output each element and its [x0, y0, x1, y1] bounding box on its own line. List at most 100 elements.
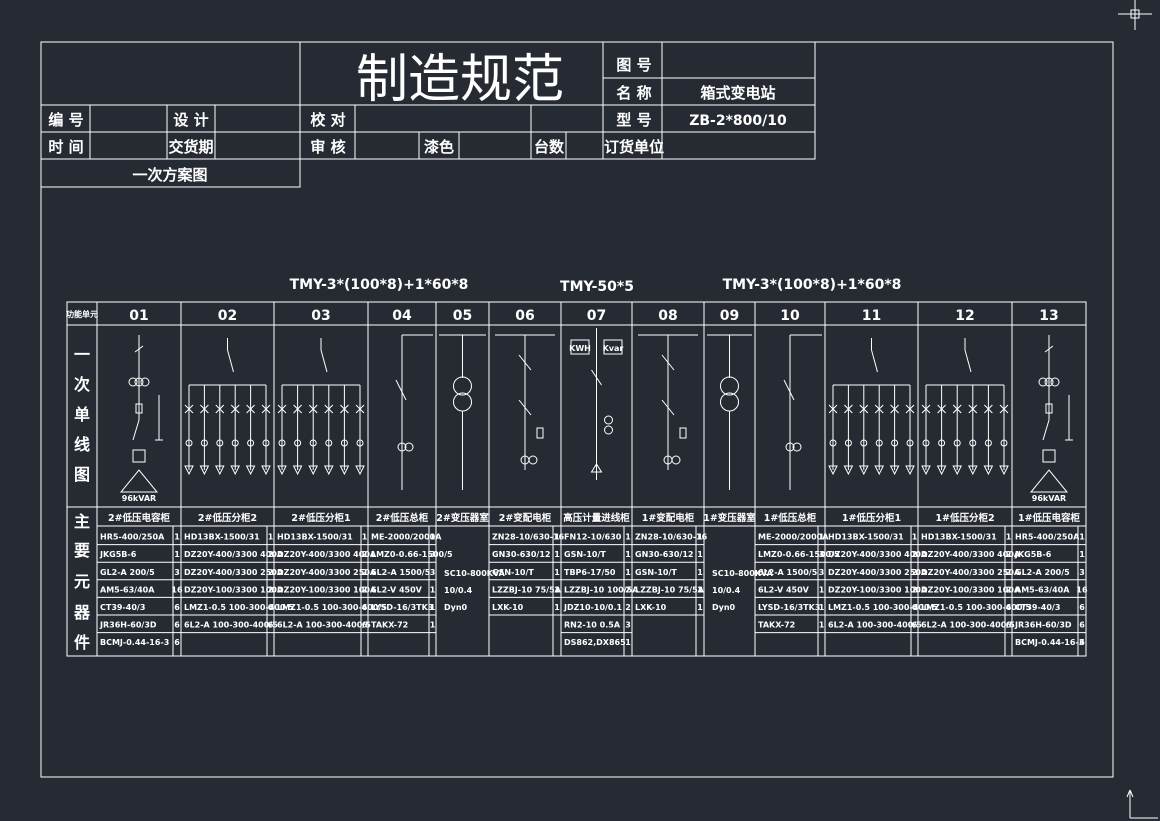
part-model: DS862,DX865: [564, 638, 626, 647]
part-model: LYSD-16/3TK3: [758, 603, 820, 612]
part-model: LXK-10: [492, 603, 524, 612]
part-model: ME-2000/2000A: [758, 533, 829, 542]
part-model: HR5-400/250A: [100, 533, 165, 542]
unit-name: 1#低压分柜1: [842, 512, 901, 524]
part-qty: 6: [362, 621, 368, 630]
transformer-spec: Dyn0: [444, 603, 468, 612]
svg-text:主: 主: [74, 512, 90, 531]
part-qty: 1: [912, 533, 918, 542]
part-model: LZZBJ-10 75/5A: [492, 585, 562, 594]
part-qty: 1: [554, 550, 560, 559]
part-qty: 6: [174, 603, 180, 612]
part-model: HD13BX-1500/31: [921, 533, 997, 542]
busbar-label-left: TMY-3*(100*8)+1*60*8: [290, 277, 469, 293]
part-qty: 1: [697, 568, 703, 577]
svg-text:Kvar: Kvar: [603, 344, 624, 353]
part-qty: 1: [697, 550, 703, 559]
part-qty: 3: [625, 621, 631, 630]
scheme-label: 一次方案图: [132, 166, 207, 184]
part-qty: 1: [697, 533, 703, 542]
part-model: 6L2-A 100-300-400/5: [184, 621, 278, 630]
part-model: GL2-A 200/5: [1015, 568, 1070, 577]
unit-name: 1#变配电柜: [642, 512, 695, 524]
part-qty: 2: [625, 603, 631, 612]
unit-number: 01: [129, 308, 148, 324]
part-qty: 1: [1079, 550, 1085, 559]
crosshair-cursor: [1118, 0, 1152, 30]
order-unit-label: 订货单位: [604, 138, 664, 156]
name-value: 箱式变电站: [700, 84, 775, 102]
delivery-label: 交货期: [168, 138, 213, 156]
part-model: 6L2-V 450V: [371, 585, 423, 594]
main-title: 制造规范: [356, 50, 564, 110]
paint-label: 漆色: [424, 138, 454, 156]
part-model: LZZBJ-10 75/5A: [635, 585, 705, 594]
part-model: HD13BX-1500/31: [828, 533, 904, 542]
unit-name: 2#变配电柜: [499, 512, 552, 524]
svg-text:KWH: KWH: [569, 344, 591, 353]
transformer-spec: 10/0.4: [444, 586, 473, 595]
part-qty: 6: [174, 638, 180, 647]
part-qty: 2: [362, 568, 368, 577]
part-model: DZ20Y-400/3300 250A: [184, 568, 284, 577]
svg-text:元: 元: [74, 572, 90, 591]
part-qty: 16: [171, 585, 183, 594]
part-model: 6L2-A 1500/5: [371, 568, 431, 577]
part-model: GL2-A 200/5: [100, 568, 155, 577]
part-model: LMZ0-0.66-1500/5: [371, 550, 453, 559]
part-qty: 1: [174, 533, 180, 542]
part-qty: 2: [912, 568, 918, 577]
part-qty: 3: [819, 568, 825, 577]
part-qty: 1: [268, 533, 274, 542]
part-model: GN30-630/12: [492, 550, 550, 559]
part-qty: 1: [1079, 533, 1085, 542]
part-model: HD13BX-1500/31: [277, 533, 353, 542]
unit-column-10: 101#低压总柜ME-2000/2000A1LMZ0-0.66-1500/536…: [755, 302, 840, 656]
part-model: LYSD-16/3TK3: [371, 603, 433, 612]
qty-label: 台数: [534, 138, 565, 156]
part-qty: 1: [554, 568, 560, 577]
unit-name: 2#低压总柜: [376, 512, 429, 524]
part-qty: 3: [1079, 568, 1085, 577]
part-qty: 1: [554, 533, 560, 542]
part-qty: 1: [174, 550, 180, 559]
unit-number: 03: [311, 308, 330, 324]
part-qty: 6: [362, 603, 368, 612]
unit-number: 08: [658, 308, 677, 324]
capacitor-rating: 96kVAR: [1032, 494, 1066, 503]
part-qty: 2: [362, 585, 368, 594]
part-qty: 6: [1079, 638, 1085, 647]
unit-name: 2#低压分柜1: [291, 512, 350, 524]
unit-column-04: 042#低压总柜ME-2000/2000A1LMZ0-0.66-1500/536…: [368, 302, 453, 656]
transformer-spec: SC10-800KVA: [444, 569, 506, 578]
svg-text:线: 线: [74, 435, 90, 454]
part-qty: 2: [1006, 568, 1012, 577]
part-model: JKG5B-6: [1014, 550, 1052, 559]
part-model: DZ20Y-100/3300 100A: [184, 585, 284, 594]
part-model: GSN-10/T: [492, 568, 534, 577]
svg-text:器: 器: [73, 603, 91, 622]
part-model: CT39-40/3: [100, 603, 145, 612]
part-model: LXK-10: [635, 603, 667, 612]
serial-label: 编 号: [48, 111, 83, 129]
review-label: 审 核: [310, 138, 345, 156]
part-model: CT39-40/3: [1015, 603, 1060, 612]
unit-number: 13: [1039, 308, 1058, 324]
part-qty: 1: [430, 585, 436, 594]
unit-number: 09: [720, 308, 739, 324]
part-qty: 6: [912, 603, 918, 612]
part-model: DZ20Y-400/3300 400A: [921, 550, 1021, 559]
unit-number: 02: [218, 308, 237, 324]
transformer-spec: 10/0.4: [712, 586, 741, 595]
part-model: DZ20Y-100/3300 100A: [921, 585, 1021, 594]
unit-number: 06: [515, 308, 534, 324]
part-qty: 16: [1076, 585, 1088, 594]
part-qty: 1: [625, 550, 631, 559]
